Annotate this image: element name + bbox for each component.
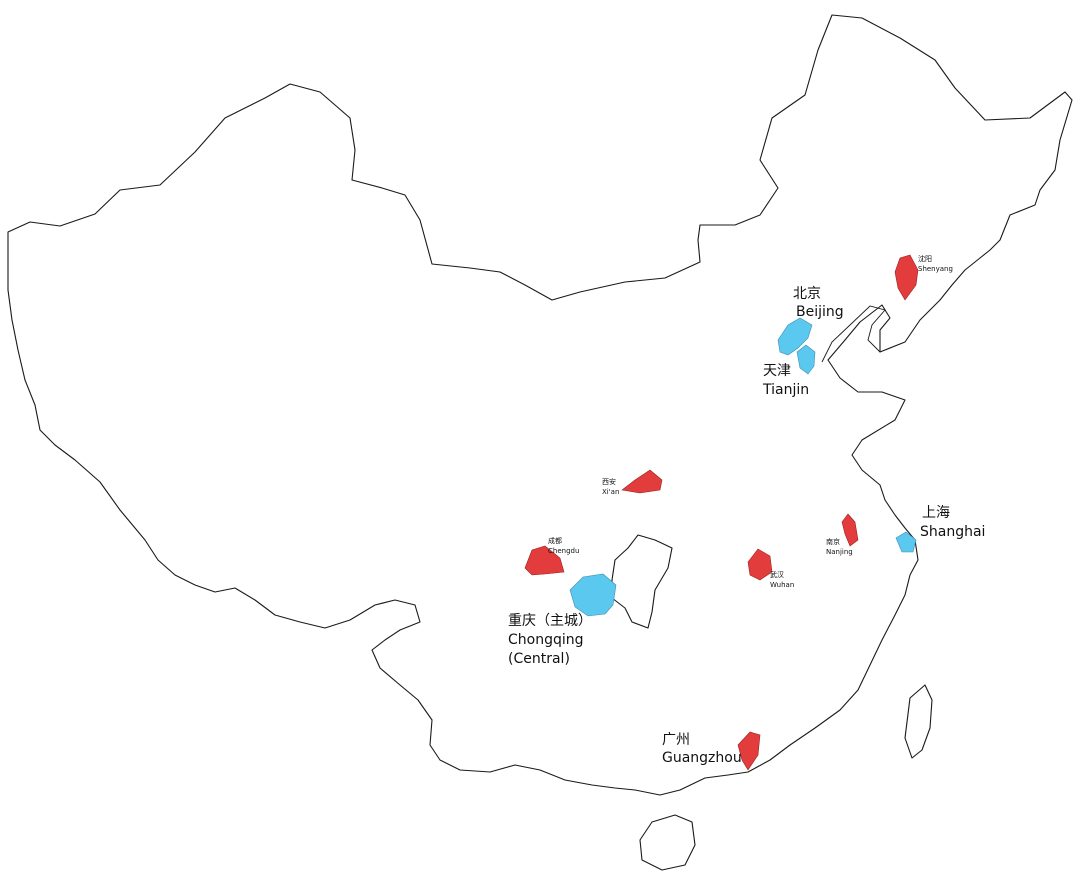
xian-label-en: Xi'an: [602, 488, 619, 496]
shanghai-label-en: Shanghai: [920, 524, 985, 540]
nanjing-label-zh: 南京: [826, 537, 840, 546]
wuhan-region: [747, 548, 773, 581]
nanjing-region: [841, 513, 859, 547]
guangzhou-label-zh: 广州: [662, 732, 690, 748]
guangzhou-label-en: Guangzhou: [662, 750, 742, 766]
shanghai-region: [895, 531, 917, 553]
tianjin-label-zh: 天津: [763, 363, 791, 379]
wuhan-label-zh: 武汉: [770, 570, 784, 579]
shanghai-label-zh: 上海: [922, 505, 950, 521]
xian-label-zh: 西安: [602, 477, 616, 486]
chengdu-region: [524, 545, 565, 576]
tianjin-region: [796, 344, 816, 375]
mainland-outline: [7, 14, 1073, 796]
guangzhou-region: [737, 731, 761, 771]
beijing-region: [777, 317, 813, 356]
shenyang-region: [894, 254, 919, 301]
chengdu-label-zh: 成都: [548, 536, 562, 545]
chongqing-label-en2: (Central): [508, 651, 570, 667]
wuhan-label-en: Wuhan: [770, 581, 794, 589]
shenyang-label-en: Shenyang: [918, 265, 953, 273]
beijing-label-zh: 北京: [793, 286, 821, 302]
chengdu-label-en: Chengdu: [548, 547, 579, 555]
chongqing-region: [569, 573, 617, 617]
beijing-label-en: Beijing: [796, 304, 844, 320]
bohai-coast: [821, 305, 886, 363]
chongqing-label-zh: 重庆（主城）: [508, 613, 592, 629]
hainan-outline: [639, 814, 696, 871]
shenyang-label-zh: 沈阳: [918, 254, 932, 263]
nanjing-label-en: Nanjing: [826, 548, 853, 556]
chongqing-label-en: Chongqing: [508, 632, 584, 648]
tianjin-label-en: Tianjin: [762, 382, 809, 398]
taiwan-outline: [904, 684, 933, 759]
xian-region: [621, 469, 663, 494]
chongqing-boundary: [611, 534, 673, 629]
